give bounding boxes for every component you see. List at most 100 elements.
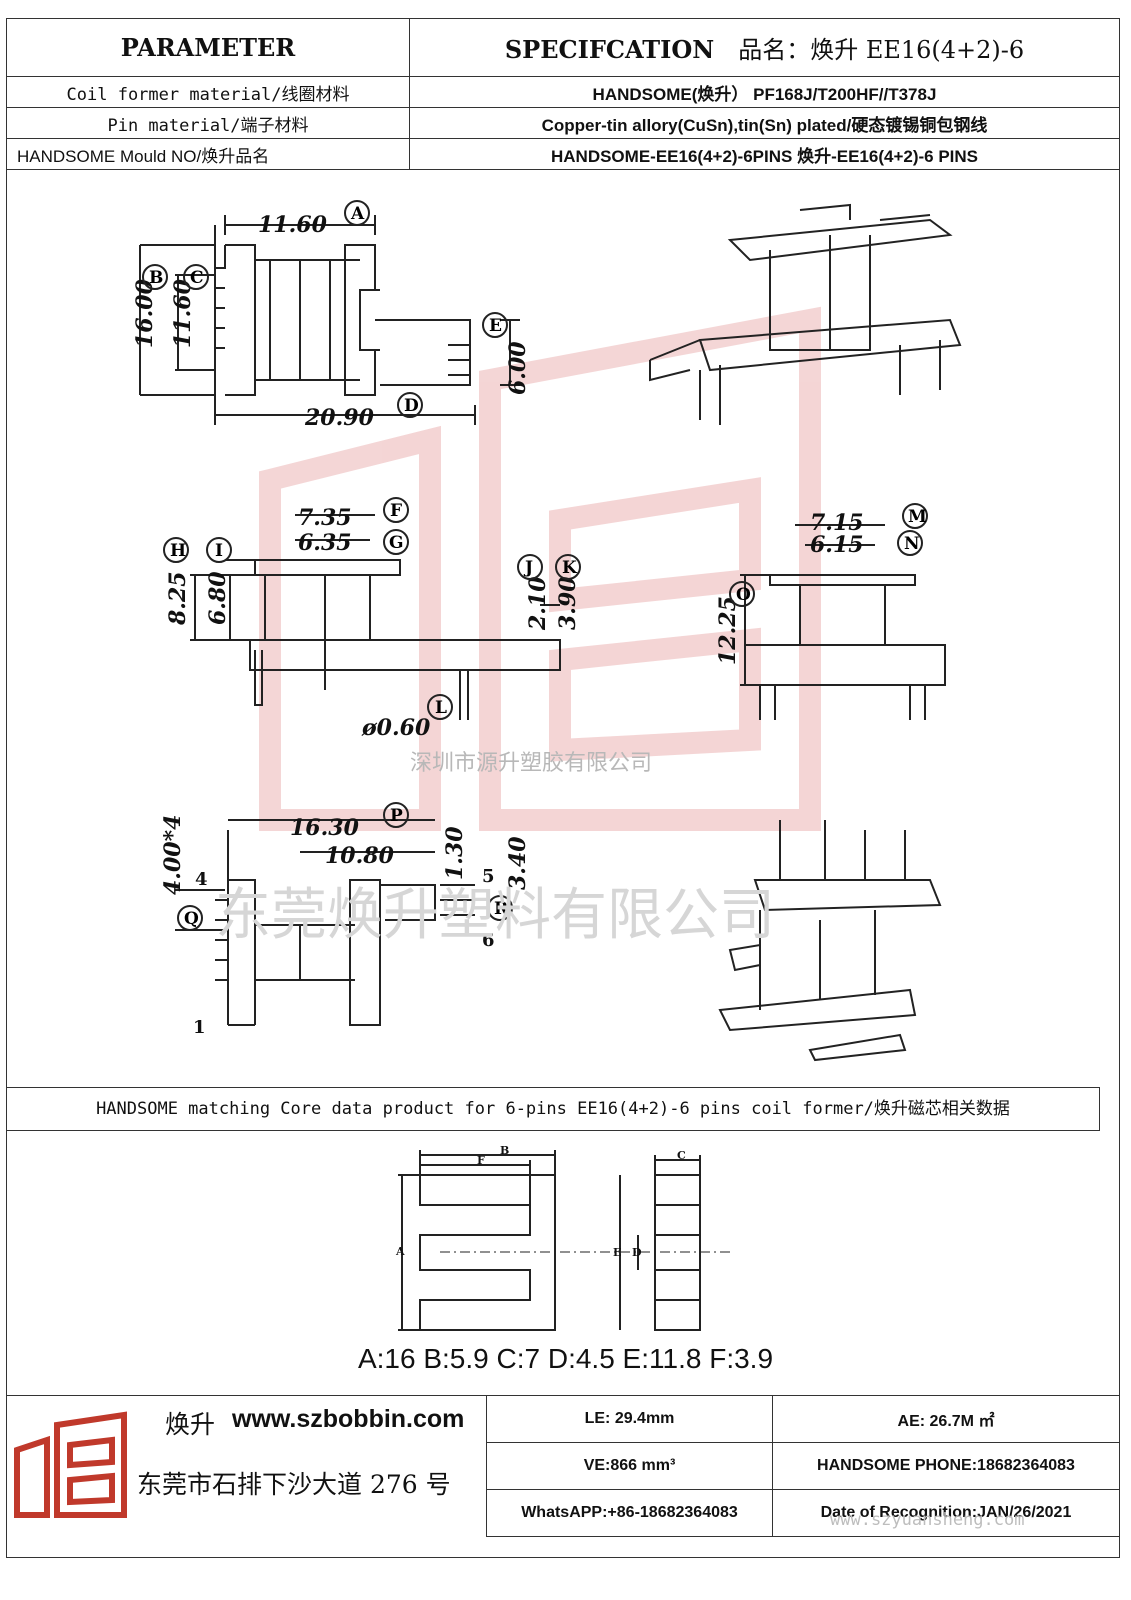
svg-text:L: L — [435, 698, 447, 718]
website-link[interactable]: www.szbobbin.com — [232, 1405, 465, 1433]
callout-j: J — [517, 554, 543, 580]
phone-value: HANDSOME PHONE:18682364083 — [772, 1442, 1120, 1490]
dim-6-35: 6.35 — [298, 530, 352, 556]
svg-text:R: R — [494, 899, 509, 919]
svg-text:M: M — [908, 507, 927, 527]
callout-p: P — [383, 802, 409, 828]
dim-2-10: 2.10 — [525, 576, 551, 631]
callout-g: G — [383, 529, 409, 555]
svg-text:B: B — [149, 268, 163, 288]
svg-text:6: 6 — [482, 930, 495, 951]
watermark-text-1: 深圳市源升塑胶有限公司 — [410, 751, 653, 776]
svg-text:E: E — [613, 1246, 621, 1259]
dim-8-25: 8.25 — [165, 571, 191, 626]
svg-text:1: 1 — [193, 1017, 206, 1038]
callout-f: F — [383, 497, 409, 523]
dim-6-80: 6.80 — [205, 571, 231, 625]
mould-no-value: HANDSOME-EE16(4+2)-6PINS 焕升-EE16(4+2)-6 … — [409, 138, 1120, 170]
dim-11-60-top: 11.60 — [258, 212, 328, 238]
dim-6-15: 6.15 — [810, 532, 864, 558]
svg-text:P: P — [390, 806, 403, 826]
callout-i: I — [206, 537, 232, 563]
parameter-header: PARAMETER — [6, 18, 410, 77]
dim-3-40: 3.40 — [505, 836, 531, 890]
specification-title: SPECIFCATION — [504, 35, 715, 64]
callout-r: R — [487, 895, 513, 921]
bottom-view — [175, 819, 475, 1026]
callout-b: B — [142, 264, 168, 290]
ae-value: AE: 26.7M ㎡ — [772, 1395, 1120, 1443]
svg-text:F: F — [477, 1154, 485, 1167]
side-view — [190, 514, 561, 720]
callout-n: N — [897, 530, 923, 556]
callout-l: L — [427, 694, 453, 720]
dim-16-30: 16.30 — [290, 815, 360, 841]
svg-text:F: F — [390, 501, 402, 521]
callout-labels: A B C D E F G H I J K L M N O P Q R — [142, 200, 928, 931]
callout-e: E — [482, 312, 508, 338]
svg-text:I: I — [215, 541, 223, 561]
svg-text:J: J — [523, 558, 533, 578]
company-address: 东莞市石排下沙大道 276 号 — [137, 1470, 451, 1499]
date-value: Date of Recognition:JAN/26/2021 — [772, 1489, 1120, 1537]
whatsapp-value: WhatsAPP:+86-18682364083 — [486, 1489, 773, 1537]
svg-text:C: C — [677, 1149, 686, 1162]
core-values: A:16 B:5.9 C:7 D:4.5 E:11.8 F:3.9 — [357, 1343, 774, 1374]
svg-text:N: N — [904, 534, 920, 554]
callout-q: Q — [177, 905, 203, 931]
dim-11-60-side: 11.60 — [170, 278, 196, 348]
dim-6-00: 6.00 — [505, 341, 531, 395]
callout-h: H — [163, 537, 189, 563]
callout-k: K — [555, 554, 581, 580]
callout-d: D — [397, 392, 423, 418]
callout-a: A — [344, 200, 370, 226]
dim-1-30: 1.30 — [442, 826, 468, 880]
svg-text:K: K — [562, 558, 578, 578]
dim-0-60: ø0.60 — [361, 715, 431, 741]
svg-text:Q: Q — [184, 909, 199, 929]
svg-text:E: E — [489, 316, 502, 336]
core-data-title: HANDSOME matching Core data product for … — [6, 1087, 1100, 1131]
svg-text:4: 4 — [195, 869, 208, 890]
dim-20-90: 20.90 — [304, 405, 375, 431]
svg-text:C: C — [190, 268, 204, 288]
svg-text:H: H — [170, 541, 186, 561]
core-drawing: A B C D E F — [395, 1144, 730, 1331]
coil-material-label: Coil former material/线圈材料 — [6, 76, 410, 108]
drawing-area: 11.60 16.00 11.60 20.90 6.00 7.35 6.35 8… — [132, 200, 962, 1062]
callout-c: C — [183, 264, 209, 290]
watermark-text-2: 东莞焕升塑料有限公司 — [215, 883, 775, 948]
svg-text:D: D — [632, 1246, 642, 1259]
svg-text:D: D — [404, 396, 419, 416]
svg-text:G: G — [389, 533, 404, 553]
svg-text:5: 5 — [482, 866, 495, 887]
ve-value: VE:866 mm³ — [486, 1442, 773, 1490]
svg-text:B: B — [500, 1144, 509, 1157]
svg-text:A: A — [350, 204, 365, 224]
watermark-url: www.szyuansheng.com — [830, 1510, 1025, 1530]
coil-material-value: HANDSOME(焕升） PF168J/T200HF//T378J — [409, 76, 1120, 108]
mould-no-label: HANDSOME Mould NO/焕升品名 — [6, 138, 410, 170]
pin-material-label: Pin material/端子材料 — [6, 107, 410, 139]
drawing-dims: 11.60 16.00 11.60 20.90 6.00 7.35 6.35 8… — [132, 212, 864, 895]
footer-table: LE: 29.4mm AE: 26.7M ㎡ VE:866 mm³ HANDSO… — [486, 1395, 1120, 1537]
dim-10-80: 10.80 — [325, 843, 395, 869]
pin-material-value: Copper-tin allory(CuSn),tin(Sn) plated/硬… — [409, 107, 1120, 139]
callout-o: O — [729, 581, 755, 607]
le-value: LE: 29.4mm — [486, 1395, 773, 1443]
svg-text:A: A — [395, 1245, 405, 1258]
dim-12-25: 12.25 — [715, 596, 741, 665]
top-view — [139, 215, 520, 425]
dim-16-00: 16.00 — [132, 278, 158, 348]
svg-text:O: O — [736, 585, 751, 605]
company-logo-icon — [14, 1411, 127, 1518]
dim-7-15: 7.15 — [810, 510, 864, 536]
dim-7-35: 7.35 — [298, 505, 352, 531]
pin-numbers: 4 5 6 1 — [193, 866, 495, 1038]
dim-3-90: 3.90 — [555, 576, 581, 630]
callout-m: M — [902, 503, 928, 529]
bobbin-3d-top — [649, 203, 962, 425]
brand-name: 焕升 — [165, 1410, 216, 1439]
